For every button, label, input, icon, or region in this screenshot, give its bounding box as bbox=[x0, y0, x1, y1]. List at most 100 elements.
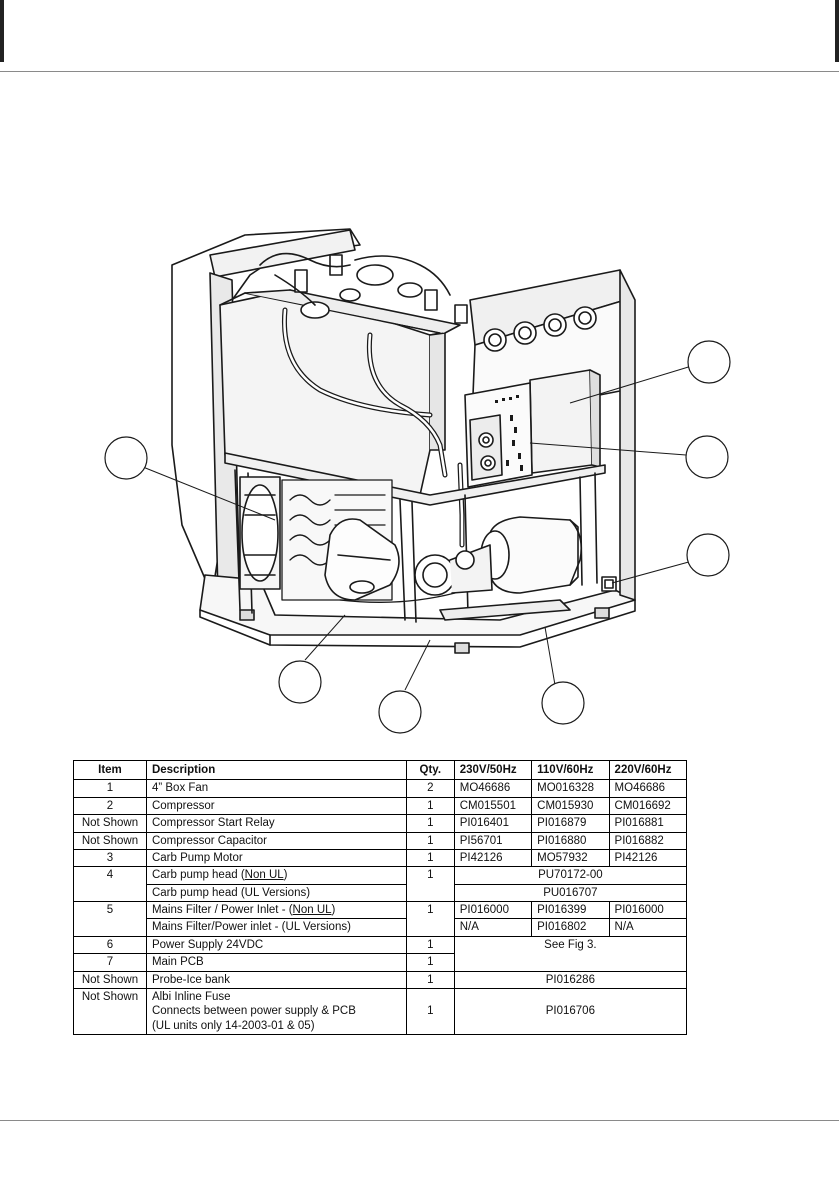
callout-circle bbox=[104, 436, 148, 480]
item-cell: 5 bbox=[73, 901, 147, 937]
description-text: ) bbox=[283, 869, 288, 882]
header-110v-60hz: 110V/60Hz bbox=[531, 759, 610, 781]
table-row: Not Shown Probe-Ice bank 1 PI016286 bbox=[73, 970, 688, 989]
compressor bbox=[324, 518, 400, 601]
part-all-cell: PU016707 bbox=[453, 883, 688, 903]
description-cell: Main PCB bbox=[145, 953, 407, 972]
description-cell: Probe-Ice bank bbox=[145, 970, 407, 989]
panel-knobs bbox=[483, 306, 597, 352]
footer-rule bbox=[0, 1120, 839, 1121]
non-ul-underlined: Non UL bbox=[292, 904, 332, 916]
part-220v-cell: MO46686 bbox=[608, 779, 688, 798]
description-line: Connects between power supply & PCB bbox=[151, 1005, 356, 1018]
table-row: Not Shown Compressor Start Relay 1 PI016… bbox=[73, 814, 688, 833]
part-220v-cell: CM016692 bbox=[608, 796, 688, 816]
hose bbox=[283, 308, 432, 417]
callout-circle bbox=[541, 681, 585, 725]
callout-circle bbox=[687, 340, 731, 384]
description-cell: Carb pump head (UL Versions) bbox=[145, 883, 407, 903]
part-110v-cell: PI016879 bbox=[531, 814, 610, 833]
pcb-components bbox=[495, 395, 523, 471]
item-cell: 6 bbox=[73, 935, 147, 955]
item-cell: 7 bbox=[73, 953, 147, 972]
table-row: 1 4” Box Fan 2 MO46686 MO016328 MO46686 bbox=[73, 779, 688, 798]
part-230v-cell: PI016401 bbox=[453, 814, 533, 833]
part-230v-cell: PI56701 bbox=[453, 831, 533, 850]
table-row: 4 Carb pump head (Non UL) 1 PU70172-00 bbox=[73, 866, 688, 902]
item-cell: 4 bbox=[73, 866, 147, 902]
header-220v-60hz: 220V/60Hz bbox=[608, 759, 688, 781]
part-220v-cell: PI016882 bbox=[608, 831, 688, 850]
part-all-cell: PI016706 bbox=[453, 987, 688, 1036]
description-cell: Compressor bbox=[145, 796, 407, 816]
qty-cell: 2 bbox=[405, 779, 455, 798]
description-cell: Mains Filter/Power inlet - (UL Versions) bbox=[145, 918, 407, 937]
description-cell: Compressor Capacitor bbox=[145, 831, 407, 850]
header-description: Description bbox=[145, 759, 407, 781]
carb-pump-head bbox=[414, 544, 493, 596]
item-cell: 3 bbox=[73, 848, 147, 868]
mains-power-inlet bbox=[601, 576, 617, 592]
qty-cell: 1 bbox=[405, 987, 455, 1036]
table-row: 6 Power Supply 24VDC 1 See Fig 3. bbox=[73, 935, 688, 972]
part-230v-cell: PI42126 bbox=[453, 848, 533, 868]
callout-circle bbox=[686, 533, 730, 577]
description-line: (UL units only 14-2003-01 & 05) bbox=[151, 1019, 315, 1032]
qty-cell: 1 bbox=[405, 866, 455, 902]
page-corner-mark-left bbox=[0, 0, 4, 62]
carb-pump-motor bbox=[480, 516, 583, 594]
item-cell: Not Shown bbox=[73, 987, 147, 1036]
header-230v-50hz: 230V/50Hz bbox=[453, 759, 533, 781]
qty-cell: 1 bbox=[405, 814, 455, 833]
part-110v-cell: CM015930 bbox=[531, 796, 610, 816]
table-row: Carb pump head (UL Versions) PU016707 bbox=[74, 883, 688, 903]
machine-cutaway-illustration bbox=[104, 228, 731, 734]
table-row: 5 Mains Filter / Power Inlet - (Non UL) … bbox=[73, 900, 688, 937]
part-220v-cell: PI42126 bbox=[608, 848, 688, 868]
callout-circle bbox=[685, 435, 729, 479]
item-cell: Not Shown bbox=[73, 970, 147, 989]
table-row: 2 Compressor 1 CM015501 CM015930 CM01669… bbox=[73, 796, 688, 816]
part-220v-cell: PI016881 bbox=[608, 814, 688, 833]
header-item: Item bbox=[73, 759, 147, 781]
description-cell: Compressor Start Relay bbox=[145, 814, 407, 833]
description-text: Carb pump head ( bbox=[151, 869, 245, 882]
description-cell: Carb Pump Motor bbox=[145, 848, 407, 868]
part-all-cell: See Fig 3. bbox=[453, 935, 688, 972]
part-230v-cell: MO46686 bbox=[453, 779, 533, 798]
part-230v-cell: CM015501 bbox=[453, 796, 533, 816]
description-cell: Mains Filter / Power Inlet - (Non UL) bbox=[145, 900, 407, 920]
description-line: Albi Inline Fuse bbox=[151, 990, 231, 1003]
description-cell: 4” Box Fan bbox=[145, 779, 407, 798]
callout-circle bbox=[278, 660, 322, 704]
header-rule bbox=[0, 71, 839, 72]
qty-cell: 1 bbox=[405, 953, 455, 972]
parts-list-table: Item Description Qty. 230V/50Hz 110V/60H… bbox=[73, 759, 688, 1036]
qty-cell: 1 bbox=[405, 796, 455, 816]
qty-cell: 1 bbox=[405, 848, 455, 868]
header-qty: Qty. bbox=[405, 759, 455, 781]
part-220v-cell: N/A bbox=[608, 918, 688, 937]
foot bbox=[594, 607, 610, 619]
qty-cell: 1 bbox=[405, 970, 455, 989]
chassis-rail bbox=[224, 452, 606, 506]
description-text: Mains Filter / Power Inlet - ( bbox=[151, 904, 293, 916]
table-header-row: Item Description Qty. 230V/50Hz 110V/60H… bbox=[73, 759, 688, 781]
description-cell: Carb pump head (Non UL) bbox=[145, 866, 407, 885]
qty-cell: 1 bbox=[405, 935, 455, 955]
part-110v-cell: PI016880 bbox=[531, 831, 610, 850]
part-230v-cell: PI016000 bbox=[453, 900, 533, 920]
part-110v-cell: MO57932 bbox=[531, 848, 610, 868]
table-row: Mains Filter/Power inlet - (UL Versions)… bbox=[74, 918, 688, 937]
part-110v-cell: PI016399 bbox=[531, 900, 610, 920]
non-ul-underlined: Non UL bbox=[244, 869, 284, 882]
item-cell: Not Shown bbox=[73, 831, 147, 850]
part-110v-cell: PI016802 bbox=[531, 918, 610, 937]
part-220v-cell: PI016000 bbox=[608, 900, 688, 920]
table-row: 3 Carb Pump Motor 1 PI42126 MO57932 PI42… bbox=[73, 848, 688, 868]
top-plumbing bbox=[259, 252, 468, 324]
page-corner-mark-right bbox=[835, 0, 839, 62]
description-text: ) bbox=[331, 904, 336, 916]
